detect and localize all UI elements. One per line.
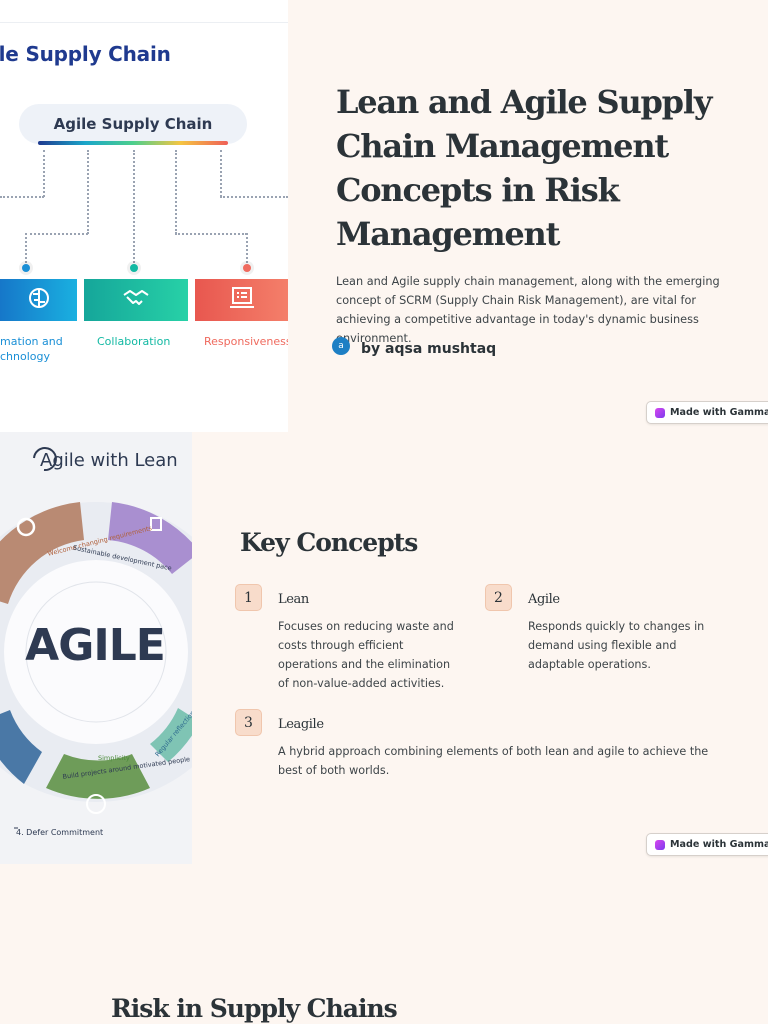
connector-line bbox=[175, 150, 177, 234]
node-dot bbox=[130, 264, 138, 272]
connector-line bbox=[0, 196, 44, 198]
section-title: Risk in Supply Chains bbox=[111, 994, 398, 1023]
connector-line bbox=[246, 233, 248, 263]
made-with-gamma-button[interactable]: Made with Gamma bbox=[646, 401, 768, 424]
concept-title: Leagile bbox=[278, 717, 324, 732]
connector-line bbox=[87, 150, 89, 234]
tile-label: mation and chnology bbox=[0, 335, 63, 363]
concept-description: Focuses on reducing waste and costs thro… bbox=[278, 620, 454, 690]
slide-description: Lean and Agile supply chain management, … bbox=[336, 275, 720, 345]
connector-line bbox=[175, 233, 247, 235]
slide-key-concepts: Agile with Lean AGILE Welcome changing r… bbox=[0, 432, 768, 864]
agile-with-lean-image: Agile with Lean AGILE Welcome changing r… bbox=[0, 432, 192, 864]
node-dot bbox=[243, 264, 251, 272]
number-badge: 2 bbox=[485, 584, 512, 611]
avatar: a bbox=[332, 337, 350, 355]
number-badge: 3 bbox=[235, 709, 262, 736]
handshake-icon bbox=[121, 283, 151, 317]
number-badge: 1 bbox=[235, 584, 262, 611]
page-title: Lean and Agile Supply Chain Management C… bbox=[336, 83, 712, 253]
tile-responsiveness bbox=[195, 279, 288, 321]
agile-supply-chain-image: ile Supply Chain Agile Supply Chain bbox=[0, 0, 288, 432]
connector-line bbox=[133, 150, 135, 263]
made-with-gamma-button[interactable]: Made with Gamma bbox=[646, 833, 768, 856]
ring-text: Simplicity bbox=[98, 754, 130, 762]
concept-title: Agile bbox=[528, 592, 560, 607]
tile-collaboration bbox=[84, 279, 188, 321]
gamma-logo-icon bbox=[655, 407, 665, 418]
logo-text: Agile with Lean bbox=[40, 450, 178, 471]
connector-line bbox=[25, 233, 88, 235]
concept-description: A hybrid approach combining elements of … bbox=[278, 745, 709, 777]
badge-label: Made with Gamma bbox=[670, 407, 768, 418]
agile-logo: Agile with Lean bbox=[16, 450, 178, 471]
tile-technology bbox=[0, 279, 77, 321]
author-name: by aqsa mushtaq bbox=[361, 341, 497, 357]
tile-label: Responsiveness bbox=[204, 335, 288, 348]
badge-label: Made with Gamma bbox=[670, 839, 768, 850]
pill-background bbox=[19, 104, 247, 144]
laptop-checklist-icon bbox=[227, 283, 257, 317]
gamma-logo-icon bbox=[655, 839, 665, 850]
slide-title: ile Supply Chain Agile Supply Chain bbox=[0, 0, 768, 432]
section-title: Key Concepts bbox=[240, 528, 418, 557]
divider bbox=[0, 22, 288, 23]
connector-line bbox=[220, 196, 288, 198]
agile-wheel-graphic bbox=[0, 447, 192, 829]
agile-center-word: AGILE bbox=[25, 620, 166, 671]
connector-line bbox=[25, 233, 27, 263]
concept-description: Responds quickly to changes in demand us… bbox=[528, 620, 705, 671]
node-dot bbox=[22, 264, 30, 272]
brain-icon bbox=[24, 283, 54, 317]
gradient-bar bbox=[38, 141, 228, 145]
concept-title: Lean bbox=[278, 592, 309, 607]
image-heading: ile Supply Chain bbox=[0, 42, 171, 66]
defer-commitment-label: 4. Defer Commitment bbox=[16, 828, 104, 837]
pill-label: Agile Supply Chain bbox=[53, 115, 213, 133]
connector-line bbox=[43, 150, 45, 197]
connector-line bbox=[220, 150, 222, 197]
tile-label: Collaboration bbox=[97, 335, 171, 348]
